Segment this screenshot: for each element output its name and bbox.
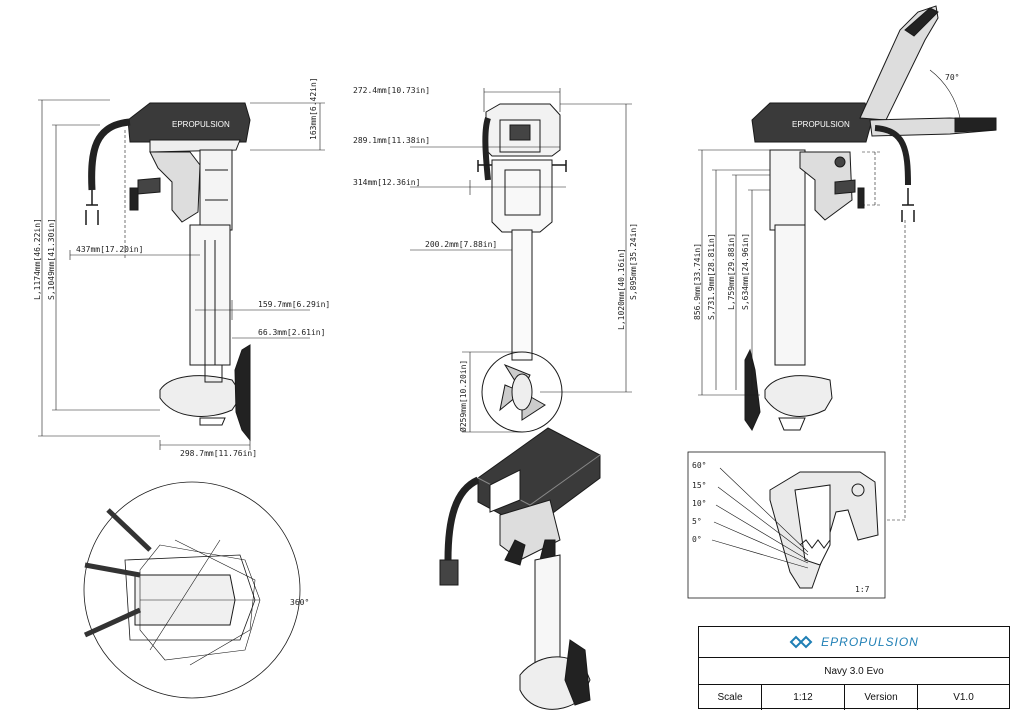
version-value: V1.0 xyxy=(953,692,974,703)
lower-unit xyxy=(159,375,243,417)
side-dim-6: 298.7mm[11.76in] xyxy=(180,449,257,458)
detail-angle-2: 10° xyxy=(692,499,706,508)
power-cable xyxy=(88,118,131,191)
tilt-dim-2: L,759mm[29.88in] xyxy=(727,233,736,310)
tilt-angle: 70° xyxy=(945,73,959,82)
tilt-brand: EPROPULSION xyxy=(792,120,850,129)
scale-label: Scale xyxy=(699,685,762,710)
brand-logo-icon xyxy=(789,635,813,649)
detail-angle-3: 5° xyxy=(692,517,702,526)
rotation-circle xyxy=(83,481,301,699)
side-dim-0: 163mm[6.42in] xyxy=(309,77,318,140)
tilt-dim-0: 856.9mm[33.74in] xyxy=(693,243,702,320)
side-brand: EPROPULSION xyxy=(172,120,230,129)
front-dim-4: L,1020mm[40.16in] xyxy=(617,248,626,330)
front-dim-5: S,895mm[35.24in] xyxy=(629,223,638,300)
side-view xyxy=(38,99,325,450)
detail-view xyxy=(687,451,886,599)
front-dim-2: 314mm[12.36in] xyxy=(353,178,420,187)
side-dim-1: L,1174mm[46.22in] xyxy=(33,218,42,300)
front-dim-1: 289.1mm[11.38in] xyxy=(353,136,430,145)
side-dim-5: 66.3mm[2.61in] xyxy=(258,328,325,337)
front-dim-3: 200.2mm[7.88in] xyxy=(425,240,497,249)
side-dim-4: 159.7mm[6.29in] xyxy=(258,300,330,309)
shaft xyxy=(189,224,231,366)
front-shaft xyxy=(511,229,533,361)
transom-bracket xyxy=(149,151,201,223)
tilt-dim-1: S,731.9mm[28.81in] xyxy=(707,233,716,320)
detail-angle-1: 15° xyxy=(692,481,706,490)
side-dim-3: 437mm[17.20in] xyxy=(76,245,143,254)
top-view xyxy=(83,481,301,699)
title-block: EPROPULSION Navy 3.0 Evo Scale 1:12 Vers… xyxy=(698,626,1010,710)
front-dim-0: 272.4mm[10.73in] xyxy=(353,86,430,95)
title-model: Navy 3.0 Evo xyxy=(699,658,1009,685)
rotation-label: 360° xyxy=(290,598,309,607)
front-view xyxy=(410,88,632,433)
title-brand: EPROPULSION xyxy=(821,635,919,649)
iso-view xyxy=(439,427,601,710)
side-dim-2: S,1049mm[41.30in] xyxy=(47,218,56,300)
detail-angle-0: 60° xyxy=(692,461,706,470)
title-logo-row: EPROPULSION xyxy=(699,627,1009,658)
propeller xyxy=(234,344,251,442)
detail-scale: 1:7 xyxy=(855,585,870,594)
labels: EPROPULSION 163mm[6.42in] L,1174mm[46.22… xyxy=(33,73,959,607)
tilt-dim-3: S,634mm[24.96in] xyxy=(741,233,750,310)
motor-head xyxy=(127,102,251,143)
front-dim-6: Ø259mm[10.20in] xyxy=(458,360,468,432)
title-info-row: Scale 1:12 Version V1.0 xyxy=(699,685,1009,710)
version-label: Version xyxy=(845,685,918,710)
detail-angle-4: 0° xyxy=(692,535,702,544)
tilt-view xyxy=(698,5,997,521)
scale-value: 1:12 xyxy=(762,685,845,710)
